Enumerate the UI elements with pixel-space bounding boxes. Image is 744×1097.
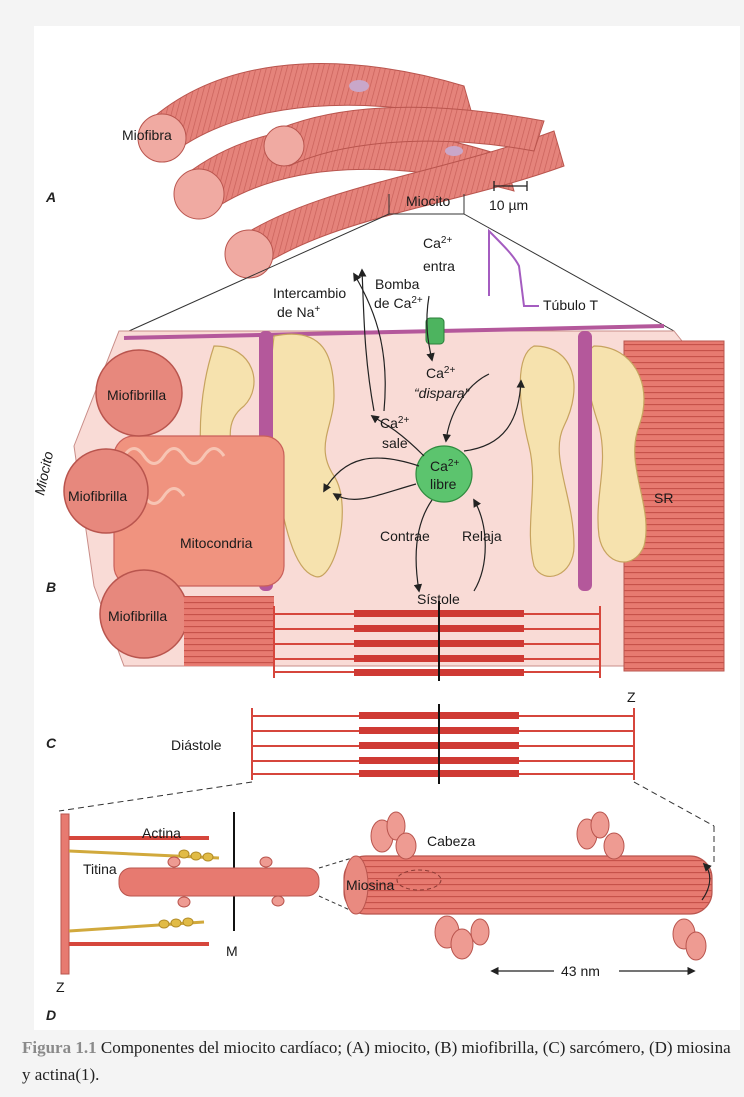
na-exchange-label-2: de Na+: [277, 304, 320, 320]
figure-panel: Miofibra Miocito 10 µm A: [34, 26, 740, 1030]
myocyte-label: Miocito: [406, 193, 451, 209]
relaxes-label: Relaja: [462, 528, 502, 544]
na-exchange-label-1: Intercambio: [273, 285, 346, 301]
thick-filament-small: [119, 857, 319, 907]
ca-exit-label-2: sale: [382, 435, 408, 451]
z-line-label-c: Z: [627, 689, 636, 705]
myofibril-label-1: Miofibrilla: [107, 387, 166, 403]
diastole-label: Diástole: [171, 737, 222, 753]
sr-label: SR: [654, 490, 673, 506]
panel-label-c: C: [46, 735, 57, 751]
trigger-label-2: “dispara”: [414, 385, 471, 401]
t-tubule-right: [578, 331, 592, 591]
myosin-label: Miosina: [346, 877, 394, 893]
panel-label-a: A: [45, 189, 56, 205]
panel-label-d: D: [46, 1007, 56, 1023]
head-label: Cabeza: [427, 833, 475, 849]
free-calcium: [416, 446, 472, 502]
myocyte-side-label: Miocito: [34, 450, 56, 497]
myofiber-label: Miofibra: [122, 127, 172, 143]
panel-label-b: B: [46, 579, 56, 595]
mitochondria-label: Mitocondria: [180, 535, 253, 551]
m-line-label: M: [226, 943, 238, 959]
myofiber-illustration: [138, 64, 564, 278]
myofibril-label-2: Miofibrilla: [68, 488, 127, 504]
t-tubule-label: Túbulo T: [543, 297, 598, 313]
z-disc: [61, 814, 69, 974]
free-calcium-label-2: libre: [430, 476, 457, 492]
contracts-label: Contrae: [380, 528, 430, 544]
actin-label: Actina: [142, 825, 181, 841]
titin-label: Titina: [83, 861, 117, 877]
figure-number: Figura 1.1: [22, 1038, 97, 1057]
myosin-filament: [344, 856, 712, 914]
myofibril-label-3: Miofibrilla: [108, 608, 167, 624]
figure-caption: Figura 1.1 Componentes del miocito cardí…: [22, 1034, 740, 1088]
scale-label: 10 µm: [489, 197, 528, 213]
ca-entry-label-1: Ca2+: [423, 235, 452, 251]
ca-entry-label-2: entra: [423, 258, 455, 274]
pump-label-1: Bomba: [375, 276, 420, 292]
sarcomere-diastole: [252, 704, 634, 784]
pump-label-2: de Ca2+: [374, 295, 423, 311]
z-line-label-d: Z: [56, 979, 65, 995]
caption-text: Componentes del miocito cardíaco; (A) mi…: [22, 1038, 731, 1084]
length-label: 43 nm: [561, 963, 600, 979]
